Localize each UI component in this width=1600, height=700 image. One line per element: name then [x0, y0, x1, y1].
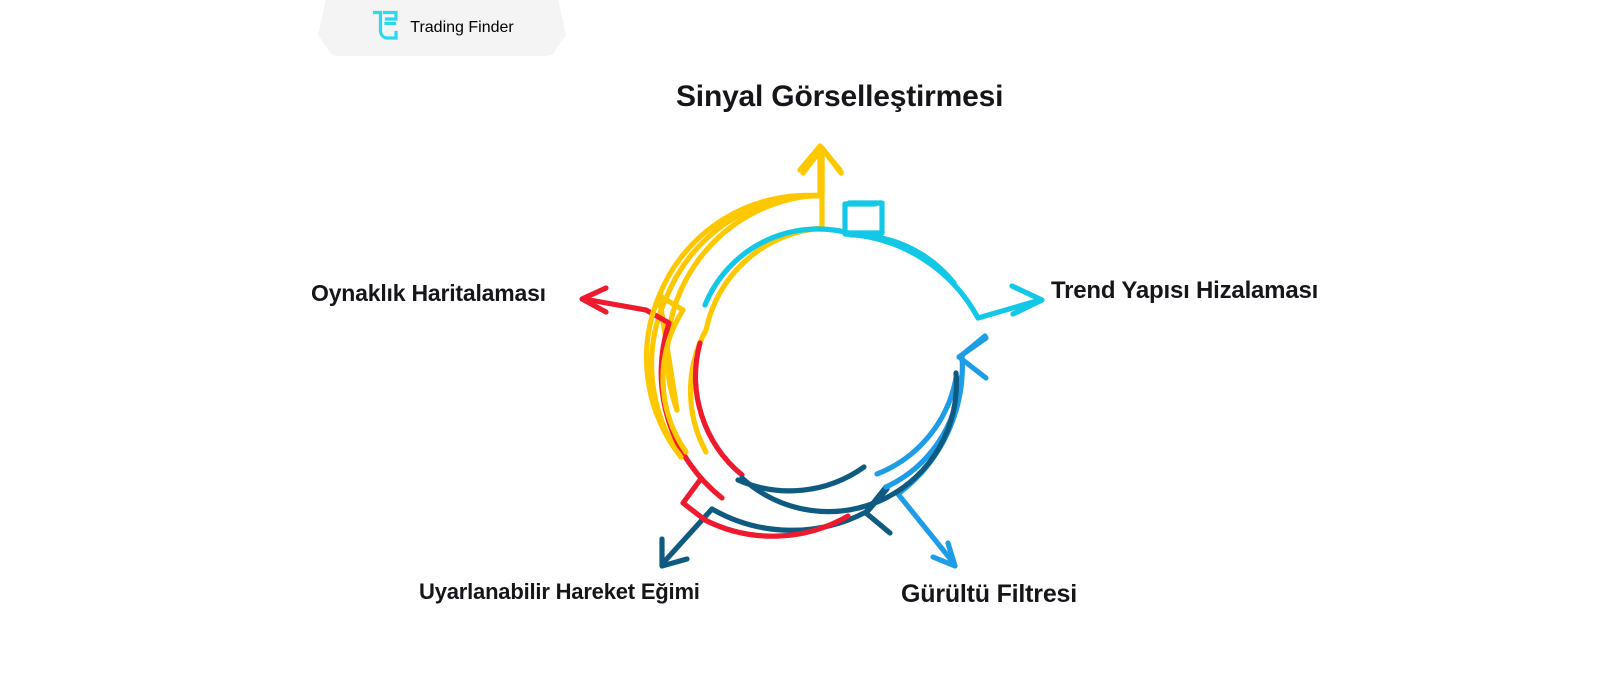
yellow-inner-edge [657, 293, 689, 455]
segment-trend-structure-alignment [842, 201, 1045, 321]
navy-inner-arc-visible [739, 370, 960, 515]
yellow-band-outline [644, 147, 825, 460]
segment-volatility-mapping [579, 285, 851, 539]
label-noise-filter: Gürültü Filtresi [901, 580, 1077, 608]
segment-trend-notch [846, 200, 885, 236]
segment-noise-filter [874, 333, 989, 569]
cyan-inner-edge [702, 226, 852, 308]
label-trend-structure-alignment: Trend Yapısı Hizalaması [1051, 277, 1319, 304]
label-volatility-mapping: Oynaklık Haritalaması [311, 280, 546, 306]
yellow-arrow-head [800, 145, 844, 176]
label-signal-visualization: Sinyal Görselleştirmesi [676, 80, 1004, 113]
brand-name: Trading Finder [410, 19, 514, 36]
brand-tab: Trading Finder [318, 0, 566, 56]
trading-finder-logo-icon [370, 9, 400, 48]
label-adaptive-momentum-slope: Uyarlanabilir Hareket Eğimi [419, 579, 700, 604]
